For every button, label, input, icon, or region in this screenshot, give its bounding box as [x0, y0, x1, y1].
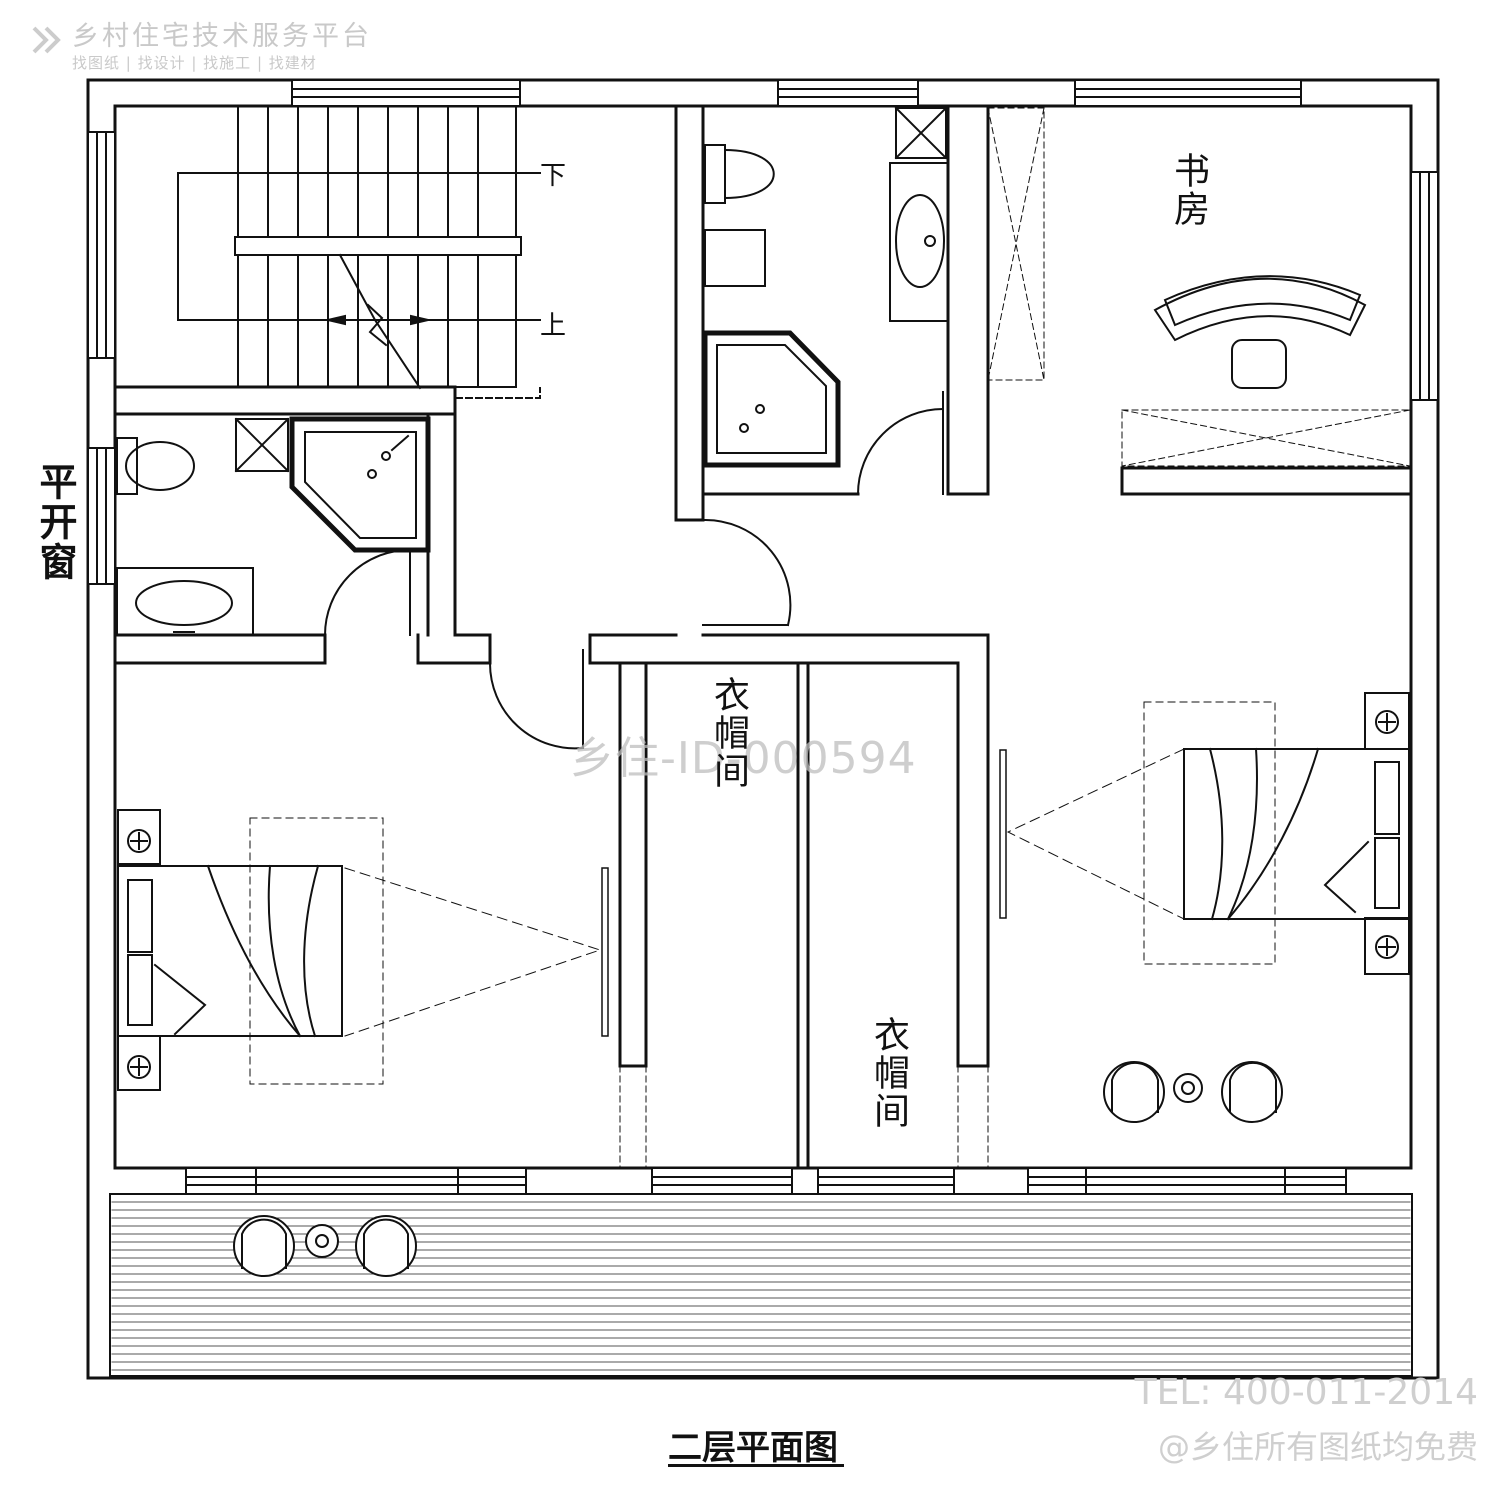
brand-logo-icon — [32, 26, 61, 54]
middle-bathroom — [701, 104, 990, 496]
left-bathroom — [113, 416, 492, 665]
plan-title: 二层平面图 — [668, 1428, 838, 1468]
study-room — [987, 107, 1413, 496]
tel-watermark: TEL: 400-011-2014 — [1134, 1372, 1478, 1413]
staircase — [177, 105, 541, 399]
right-window — [1410, 171, 1439, 401]
right-bedroom — [999, 692, 1410, 1123]
brand-subtitle-watermark: 找图纸 | 找设计 | 找施工 | 找建材 — [72, 54, 317, 72]
title-underline — [668, 1464, 844, 1467]
window-label: 平开窗 — [33, 462, 77, 582]
room-label-closet-left: 衣帽间 — [708, 676, 749, 790]
balcony — [109, 1193, 1413, 1377]
room-label-closet-right: 衣帽间 — [868, 1016, 909, 1130]
top-windows — [291, 79, 1302, 107]
stair-up-label: 上 — [540, 311, 566, 341]
center-partitions — [488, 492, 990, 1170]
left-bedroom — [117, 809, 609, 1091]
free-note-watermark: @乡住所有图纸均免费 — [1157, 1428, 1478, 1466]
drawing-id-watermark: 乡住-ID-000594 — [570, 733, 917, 784]
brand-watermark: 乡村住宅技术服务平台 — [72, 21, 372, 52]
stair-down-label: 下 — [540, 161, 566, 191]
left-windows — [87, 131, 116, 585]
room-label-study: 书房 — [1168, 152, 1209, 228]
balcony-openings — [185, 1167, 1347, 1195]
